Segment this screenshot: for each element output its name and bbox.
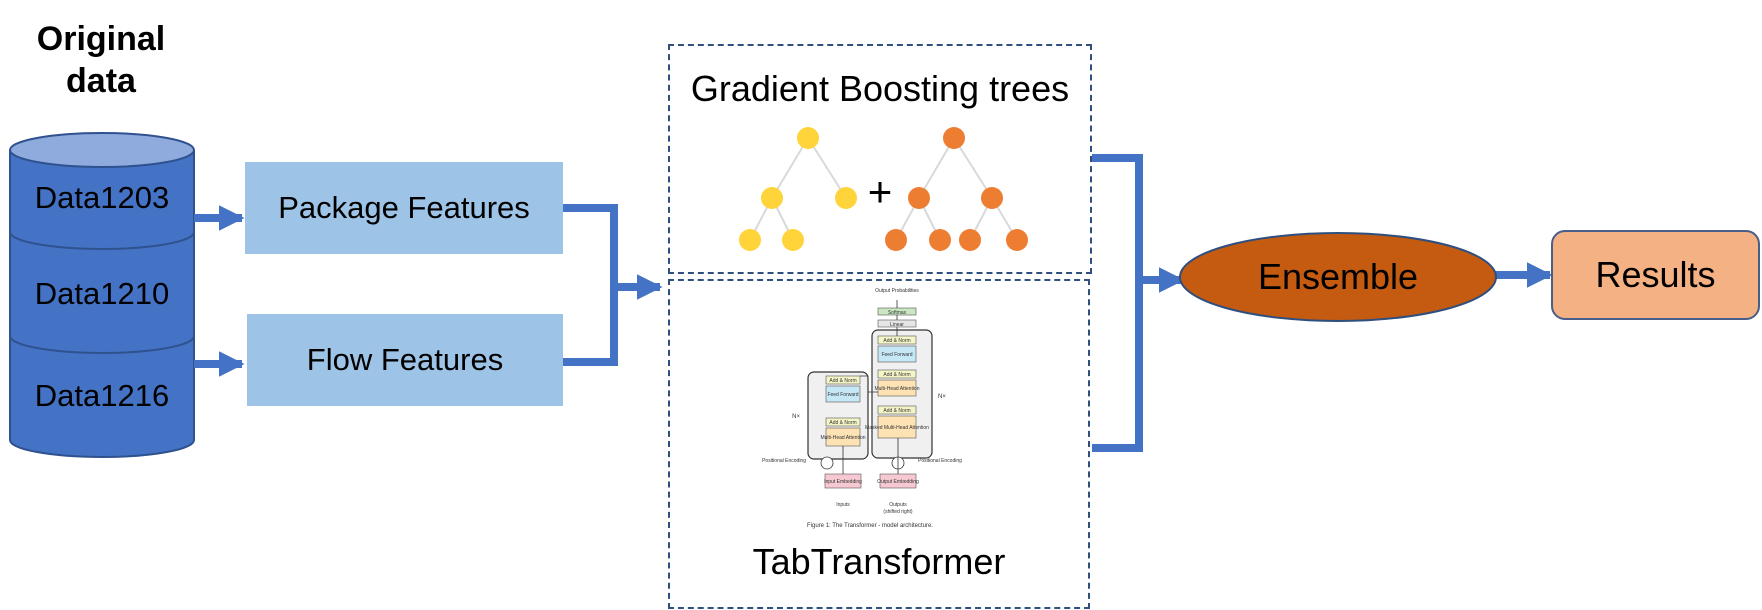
svg-text:Feed Forward: Feed Forward (827, 392, 858, 398)
svg-text:Multi-Head Attention: Multi-Head Attention (874, 386, 919, 392)
svg-text:N×: N× (938, 394, 946, 400)
svg-text:Add & Norm: Add & Norm (829, 378, 856, 384)
svg-text:Feed Forward: Feed Forward (881, 352, 912, 358)
tabtransformer-panel: TabTransformer (668, 279, 1090, 609)
dataset-label: Data1203 (34, 180, 170, 215)
svg-text:Positional Encoding: Positional Encoding (762, 458, 806, 464)
svg-text:Add & Norm: Add & Norm (883, 408, 910, 414)
svg-text:Figure 1: The Transformer - mo: Figure 1: The Transformer - model archit… (807, 523, 933, 529)
svg-text:Add & Norm: Add & Norm (883, 372, 910, 378)
svg-text:Output Embedding: Output Embedding (877, 479, 919, 485)
tabtransformer-title: TabTransformer (752, 541, 1006, 582)
svg-text:Multi-Head Attention: Multi-Head Attention (820, 435, 865, 441)
gradient-boosting-panel: Gradient Boosting trees (668, 44, 1092, 274)
svg-text:Inputs: Inputs (836, 502, 850, 508)
database-cylinder (9, 132, 195, 458)
svg-text:Outputs: Outputs (889, 502, 907, 508)
transformer-architecture-figure: Add & Norm Feed Forward Add & Norm Multi… (762, 288, 962, 529)
ensemble-label: Ensemble (1257, 256, 1419, 297)
svg-text:Add & Norm: Add & Norm (829, 420, 856, 426)
svg-text:N×: N× (792, 414, 800, 420)
dataset-label: Data1216 (34, 378, 170, 413)
tree-orange-icon (885, 127, 1028, 251)
svg-text:Masked Multi-Head Attention: Masked Multi-Head Attention (865, 425, 929, 431)
merge-connector-models (1092, 154, 1185, 452)
ensemble-ellipse (1179, 232, 1497, 322)
svg-text:Input Embedding: Input Embedding (824, 479, 862, 485)
results-box: Results (1551, 230, 1760, 320)
original-data-title: Original data (36, 20, 166, 100)
dataset-label: Data1210 (34, 276, 170, 311)
merge-connector-features (563, 204, 663, 366)
svg-text:Output Probabilities: Output Probabilities (875, 288, 919, 294)
tree-yellow-icon (739, 127, 857, 251)
svg-text:Add & Norm: Add & Norm (883, 338, 910, 344)
plus-operator: + (868, 168, 893, 215)
svg-text:(shifted right): (shifted right) (883, 509, 913, 515)
package-features-box: Package Features (245, 162, 563, 254)
flow-features-box: Flow Features (247, 314, 563, 406)
svg-text:Softmax: Softmax (888, 310, 907, 316)
svg-text:Linear: Linear (890, 322, 904, 328)
gradient-boosting-title: Gradient Boosting trees (690, 68, 1070, 109)
svg-text:Positional Encoding: Positional Encoding (918, 458, 962, 464)
